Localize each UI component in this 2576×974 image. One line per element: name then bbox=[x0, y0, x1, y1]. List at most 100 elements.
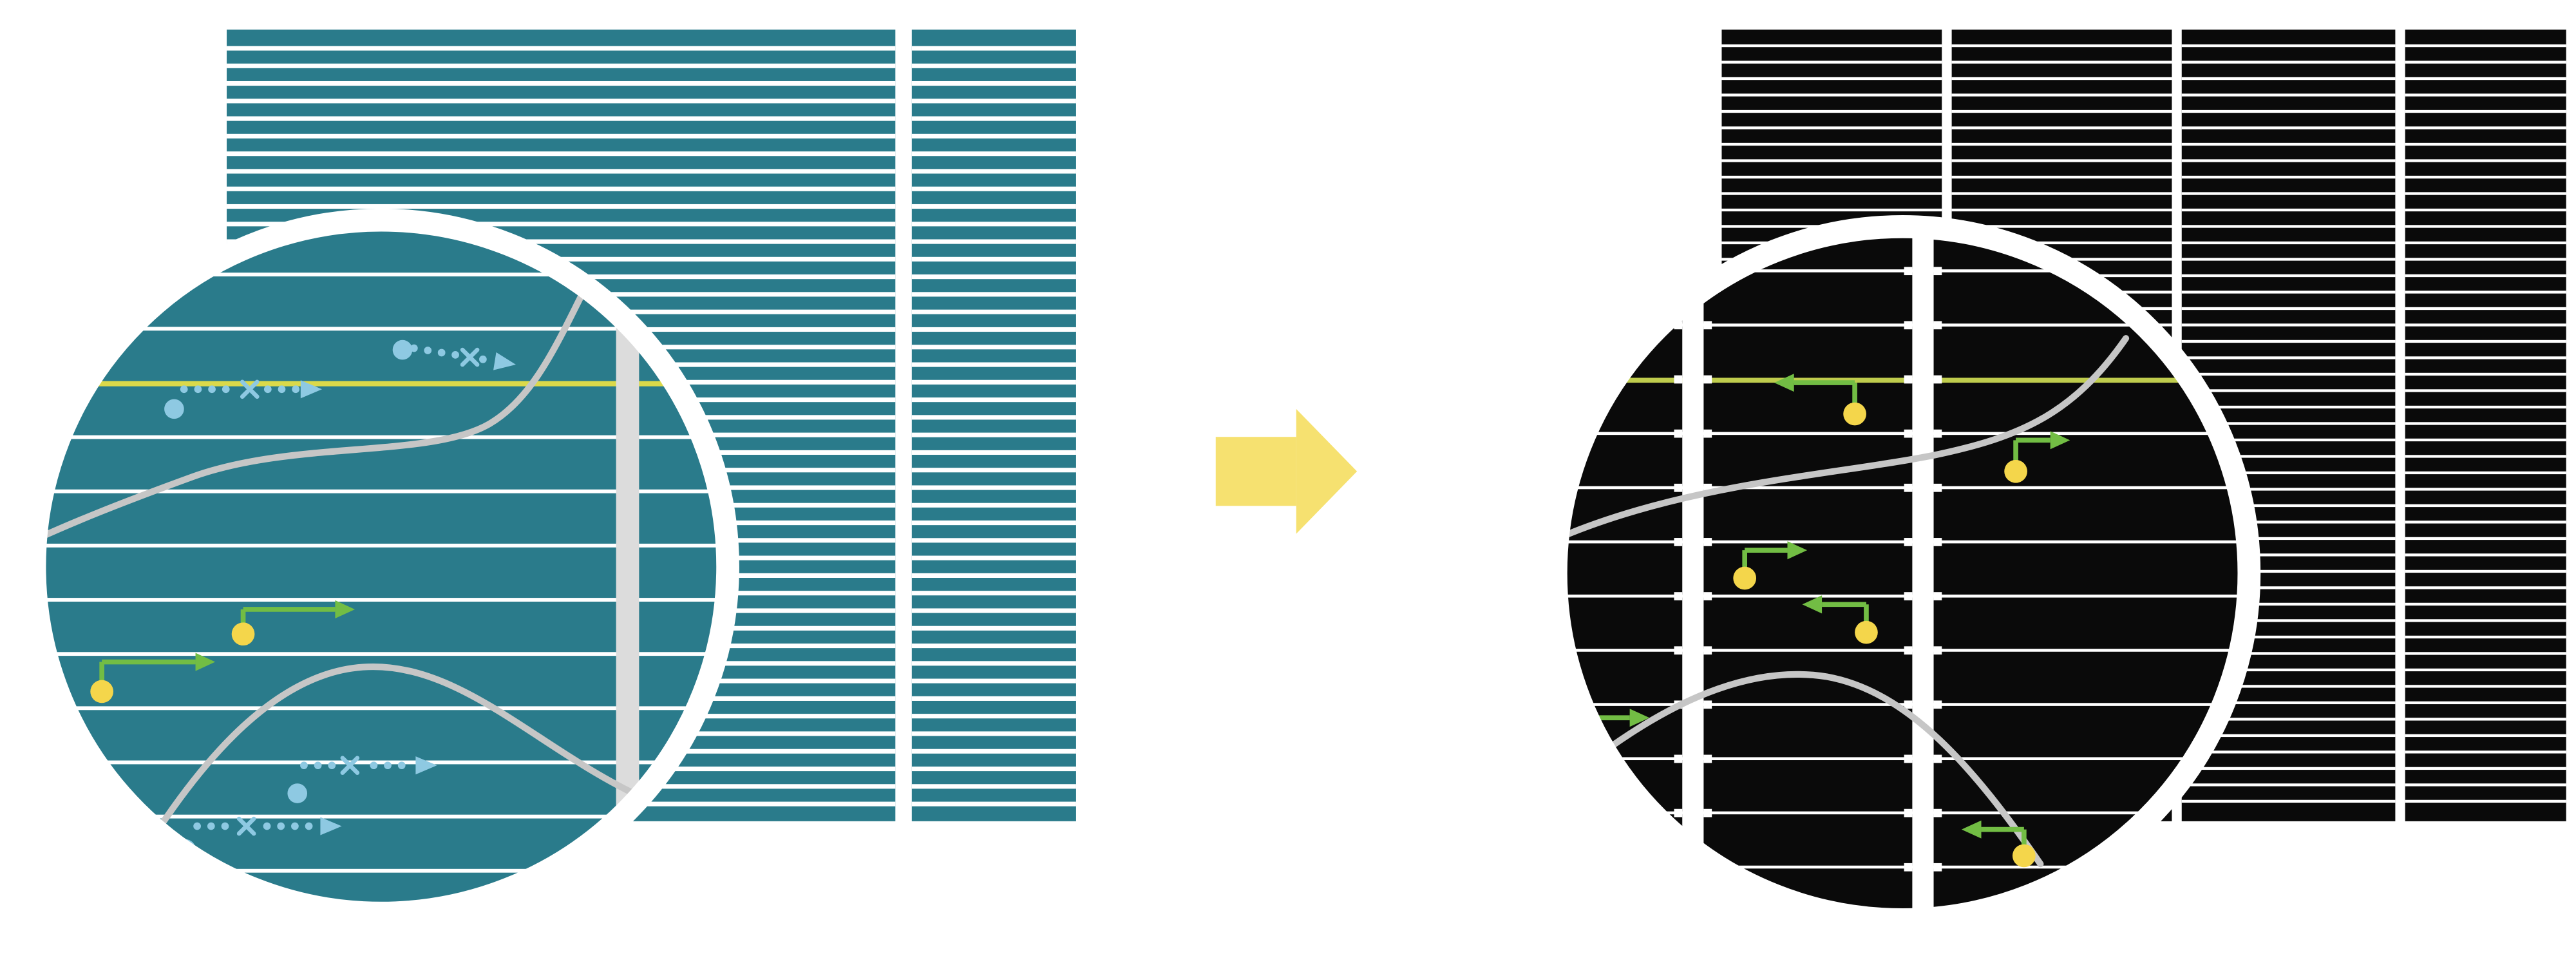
blocked-path-dot bbox=[193, 822, 201, 830]
finger-line bbox=[1721, 159, 1942, 162]
finger-line bbox=[1555, 811, 2249, 815]
finger-line bbox=[911, 625, 1076, 631]
grain-boundary-curve bbox=[99, 664, 648, 913]
finger-line bbox=[2405, 701, 2566, 705]
finger-line bbox=[1951, 110, 2172, 113]
finger-line bbox=[34, 868, 728, 873]
finger-line bbox=[227, 186, 896, 191]
left-lens-content bbox=[34, 220, 728, 913]
blocked-path-dot bbox=[305, 822, 313, 830]
finger-line bbox=[2405, 718, 2566, 721]
finger-line bbox=[2405, 110, 2566, 113]
blocked-cross-icon bbox=[236, 816, 256, 836]
finger-line bbox=[2405, 783, 2566, 787]
finger-line bbox=[911, 538, 1076, 543]
finger-line bbox=[2181, 159, 2396, 162]
finger-line bbox=[911, 573, 1076, 578]
finger-line bbox=[911, 169, 1076, 174]
finger-line bbox=[2405, 258, 2566, 261]
finger-line bbox=[2181, 274, 2396, 278]
finger-line bbox=[2181, 126, 2396, 129]
finger-line bbox=[2181, 422, 2396, 425]
finger-line bbox=[2405, 652, 2566, 655]
finger-line bbox=[911, 714, 1076, 719]
finger-line bbox=[1951, 61, 2172, 64]
busbar-tick bbox=[1674, 538, 1683, 546]
finger-line bbox=[2405, 668, 2566, 672]
blocked-cross-icon bbox=[240, 379, 260, 399]
finger-line bbox=[2405, 488, 2566, 491]
finger-line bbox=[2181, 537, 2396, 540]
finger-line bbox=[911, 591, 1076, 596]
blocked-path-dot bbox=[437, 349, 446, 357]
finger-line bbox=[2405, 192, 2566, 195]
busbar-tick bbox=[1674, 429, 1683, 438]
busbar-tick bbox=[1904, 483, 1913, 492]
busbar-tick bbox=[1904, 592, 1913, 600]
carrier-dot-blue bbox=[287, 783, 308, 803]
busbar-tick bbox=[1674, 646, 1683, 655]
finger-line bbox=[1951, 126, 2172, 129]
finger-line bbox=[911, 46, 1076, 51]
busbar-tick bbox=[1703, 213, 1712, 221]
collect-arrowhead-icon bbox=[1774, 374, 1794, 392]
finger-line bbox=[2405, 77, 2566, 81]
finger-line bbox=[911, 186, 1076, 191]
finger-line bbox=[2181, 504, 2396, 508]
grain-boundary-curve bbox=[1557, 335, 2130, 540]
finger-line bbox=[2181, 61, 2396, 64]
finger-line bbox=[911, 643, 1076, 649]
finger-line bbox=[2181, 734, 2396, 738]
finger-line bbox=[2181, 339, 2396, 343]
blocked-cross-icon bbox=[340, 756, 360, 775]
finger-line bbox=[2405, 389, 2566, 392]
finger-line bbox=[2181, 783, 2396, 787]
finger-line bbox=[2405, 356, 2566, 359]
finger-line bbox=[911, 432, 1076, 437]
finger-line bbox=[1951, 93, 2172, 97]
finger-line bbox=[34, 272, 728, 277]
blocked-path-dot bbox=[314, 761, 322, 770]
finger-line bbox=[1721, 44, 1942, 48]
finger-line bbox=[34, 652, 728, 656]
finger-line bbox=[2181, 389, 2396, 392]
finger-line bbox=[2181, 750, 2396, 754]
busbar-tick bbox=[1703, 538, 1712, 546]
finger-line bbox=[911, 555, 1076, 560]
blocked-path-dot bbox=[208, 385, 216, 394]
finger-line bbox=[2405, 569, 2566, 573]
finger-line bbox=[2405, 61, 2566, 64]
finger-line bbox=[911, 63, 1076, 68]
carrier-dot-yellow bbox=[1855, 620, 1878, 644]
finger-line bbox=[911, 468, 1076, 473]
finger-line bbox=[2181, 471, 2396, 475]
finger-line bbox=[2181, 44, 2396, 48]
busbar-tick bbox=[1933, 754, 1942, 763]
finger-line bbox=[2405, 159, 2566, 162]
carrier-dot-blue bbox=[164, 399, 184, 419]
finger-line bbox=[911, 204, 1076, 209]
finger-line bbox=[227, 63, 896, 68]
finger-line bbox=[1951, 44, 2172, 48]
finger-line bbox=[2405, 323, 2566, 327]
finger-line bbox=[34, 598, 728, 602]
finger-line bbox=[2181, 652, 2396, 655]
finger-line bbox=[34, 327, 728, 331]
finger-line bbox=[911, 292, 1076, 297]
finger-line bbox=[1555, 649, 2249, 652]
finger-line bbox=[1555, 540, 2249, 544]
carrier-dot-blue bbox=[392, 339, 413, 360]
busbar-tick bbox=[1904, 808, 1913, 817]
finger-line bbox=[2405, 685, 2566, 688]
finger-line bbox=[2405, 799, 2566, 803]
finger-line bbox=[2405, 455, 2566, 458]
cell-segment bbox=[911, 29, 1076, 821]
busbar-tick bbox=[1703, 754, 1712, 763]
finger-line bbox=[227, 222, 896, 227]
finger-line bbox=[1555, 486, 2249, 490]
busbar-tick bbox=[1703, 646, 1712, 655]
blocked-path-dot bbox=[180, 385, 188, 394]
busbar-tick bbox=[1703, 321, 1712, 330]
busbar-tick bbox=[1933, 592, 1942, 600]
